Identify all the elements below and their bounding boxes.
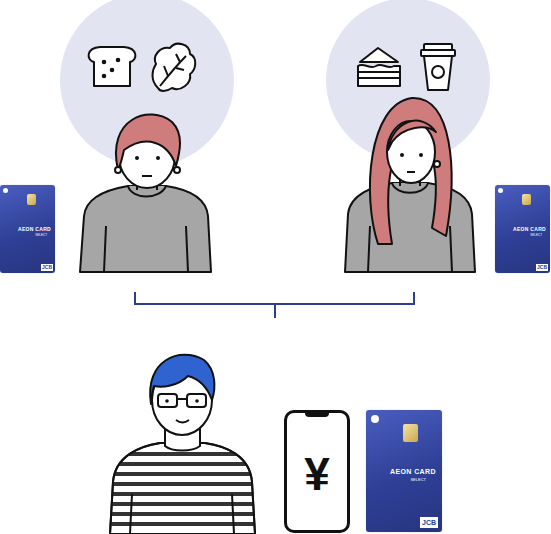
bread-icon-part [103, 75, 106, 78]
woman-left-part [174, 167, 180, 173]
man-part [150, 355, 214, 404]
card-logo [498, 188, 503, 193]
woman-left-part [156, 156, 160, 160]
woman-right-part [434, 161, 440, 167]
woman-right [345, 98, 475, 272]
bracket-part [274, 304, 276, 318]
card-brand: AEON CARD [513, 227, 546, 232]
woman-right-part [370, 98, 452, 244]
woman-left [80, 115, 211, 272]
lettuce-icon-part [164, 54, 184, 76]
man-part [165, 399, 169, 403]
card-logo [371, 415, 379, 423]
bracket [135, 292, 414, 318]
woman-left-part [104, 226, 188, 272]
card-grade: SELECT [410, 478, 426, 482]
woman-right-part [407, 171, 415, 173]
woman-left-part [116, 115, 180, 170]
coffee-icon-part [432, 66, 444, 78]
woman-right-part [419, 153, 423, 157]
shirt-stripes-part [100, 502, 270, 506]
woman-right-part [392, 183, 428, 193]
card-chip [27, 194, 36, 205]
man-part [177, 398, 187, 400]
sandwich-icon [358, 48, 400, 86]
man-part [195, 399, 199, 403]
shirt-stripes-part [100, 452, 270, 456]
bread-icon-part [103, 61, 106, 64]
woman-left-part [115, 167, 121, 173]
card-chip [403, 424, 418, 442]
man-part [110, 443, 255, 534]
man [100, 355, 270, 534]
woman-right-part [388, 121, 436, 150]
bread-icon-part [117, 59, 120, 62]
card-brand: AEON CARD [18, 227, 51, 232]
man-part [158, 394, 177, 407]
phone-notch [305, 412, 329, 417]
card-network: JCB [420, 517, 438, 528]
shirt-stripes-part [100, 512, 270, 516]
smartphone: ¥ [284, 410, 350, 533]
lettuce-icon-part [153, 44, 196, 91]
credit-card: AEON CARD SELECT JCB [0, 185, 55, 273]
shirt-stripes-part [100, 492, 270, 496]
card-grade: SELECT [35, 234, 47, 237]
man-part [187, 394, 206, 407]
man-part [176, 420, 189, 422]
card-network: JCB [536, 264, 548, 271]
woman-left-part [135, 156, 139, 160]
man-part [110, 443, 255, 534]
shirt-stripes-part [100, 482, 270, 486]
bread-icon [89, 47, 136, 86]
sandwich-icon-part [358, 65, 400, 72]
bracket-part [135, 292, 414, 304]
woman-left-part [80, 186, 211, 272]
lettuce-icon [153, 44, 196, 91]
credit-card: AEON CARD SELECT JCB [495, 185, 550, 273]
sandwich-icon-part [358, 78, 400, 86]
card-brand: AEON CARD [390, 468, 436, 475]
woman-left-part [142, 175, 152, 177]
sandwich-icon-part [360, 48, 398, 62]
yen-sign: ¥ [287, 451, 347, 497]
credit-card: AEON CARD SELECT JCB [366, 410, 442, 532]
card-logo [3, 188, 8, 193]
card-chip [522, 194, 531, 205]
card-grade: SELECT [530, 234, 542, 237]
woman-right-part [387, 121, 435, 183]
coffee-icon [421, 44, 455, 90]
shirt-stripes-part [100, 472, 270, 476]
bread-icon-part [111, 69, 114, 72]
shirt-stripes-part [100, 522, 270, 526]
card-network: JCB [41, 264, 53, 271]
coffee-icon-part [424, 56, 452, 90]
woman-right-part [345, 183, 475, 272]
woman-right-part [400, 153, 404, 157]
bread-icon-part [89, 47, 136, 86]
man-part [130, 494, 234, 534]
lettuce-icon-part [160, 56, 186, 86]
